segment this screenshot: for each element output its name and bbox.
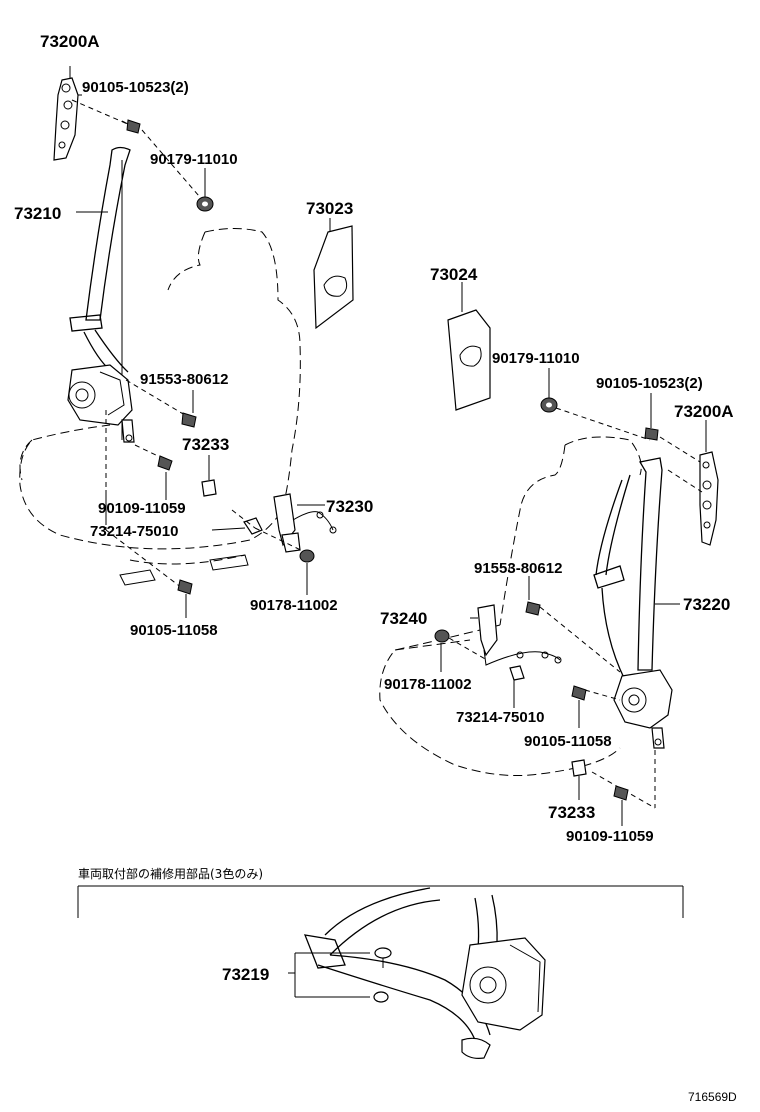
right-nut-upper-icon	[540, 397, 558, 413]
left-label-bolt-retractor: 91553-80612	[140, 371, 228, 388]
repair-clip-lower-icon	[373, 991, 389, 1003]
right-seat-outline	[379, 436, 642, 777]
right-belt-webbing	[593, 457, 663, 681]
right-label-clip: 73214-75010	[456, 709, 544, 726]
left-retractor	[67, 364, 135, 443]
right-label-cover: 73024	[430, 265, 478, 284]
left-bolt-retractor-icon	[181, 412, 197, 428]
repair-clip-upper-icon	[374, 947, 392, 968]
repair-label-part: 73219	[222, 965, 269, 984]
right-bolt-floor-icon	[571, 685, 587, 701]
right-label-nut-buckle: 90178-11002	[384, 676, 472, 693]
right-upper-anchor	[699, 451, 719, 546]
left-label-bolt-cover: 90109-11059	[98, 500, 186, 517]
right-leaders	[440, 282, 707, 826]
left-label-belt-front: 73210	[14, 204, 61, 223]
left-label-clip: 73214-75010	[90, 523, 178, 540]
left-bolt-floor-icon	[177, 579, 193, 595]
right-label-belt-front: 73220	[683, 595, 730, 614]
left-label-nut-upper: 90179-11010	[150, 151, 238, 168]
repair-webbing	[303, 887, 498, 1041]
left-label-bolt-floor: 90105-11058	[130, 622, 218, 639]
right-label-bolt-retractor: 91553-80612	[474, 560, 562, 577]
left-clip-icon	[231, 509, 263, 535]
illustration-code: 716569D	[688, 1090, 737, 1104]
right-label-nut-upper: 90179-11010	[492, 350, 580, 367]
right-nut-buckle-icon	[434, 629, 450, 643]
left-nut-buckle-icon	[299, 549, 315, 563]
right-bolt-cover-icon	[613, 785, 629, 801]
right-lower-cover-icon	[571, 759, 587, 777]
right-buckle	[477, 604, 562, 666]
right-label-bolt-cover: 90109-11059	[566, 828, 654, 845]
right-label-cover-lower: 73233	[548, 803, 595, 822]
left-nut-upper-icon	[196, 196, 214, 212]
left-leaders	[69, 66, 331, 618]
left-label-anchor-upper: 73200A	[40, 32, 100, 51]
right-bolt-retractor-icon	[525, 601, 541, 616]
repair-bracket	[77, 885, 684, 918]
left-label-bolt-anchor: 90105-10523(2)	[82, 79, 189, 96]
left-label-nut-buckle: 90178-11002	[250, 597, 338, 614]
right-clip-icon	[509, 665, 525, 681]
right-label-buckle: 73240	[380, 609, 427, 628]
right-label-bolt-anchor: 90105-10523(2)	[596, 375, 703, 392]
left-buckle	[273, 493, 337, 553]
repair-retractor	[461, 937, 546, 1059]
left-bolt-upper-icon	[121, 119, 141, 134]
left-upper-anchor	[53, 77, 79, 161]
left-label-cover-lower: 73233	[182, 435, 229, 454]
left-pillar-cover	[313, 225, 354, 330]
right-pillar-cover	[447, 309, 491, 411]
right-label-bolt-floor: 90105-11058	[524, 733, 612, 750]
left-bolt-cover-icon	[157, 455, 173, 471]
left-label-cover: 73023	[306, 199, 353, 218]
repair-note: 車両取付部の補修用部品(3色のみ)	[78, 866, 263, 881]
right-bolt-upper-icon	[644, 427, 659, 441]
right-retractor	[613, 669, 673, 749]
left-lower-cover-icon	[201, 479, 217, 497]
left-label-buckle: 73230	[326, 497, 373, 516]
right-label-anchor-upper: 73200A	[674, 402, 734, 421]
repair-label-bracket	[288, 952, 370, 998]
